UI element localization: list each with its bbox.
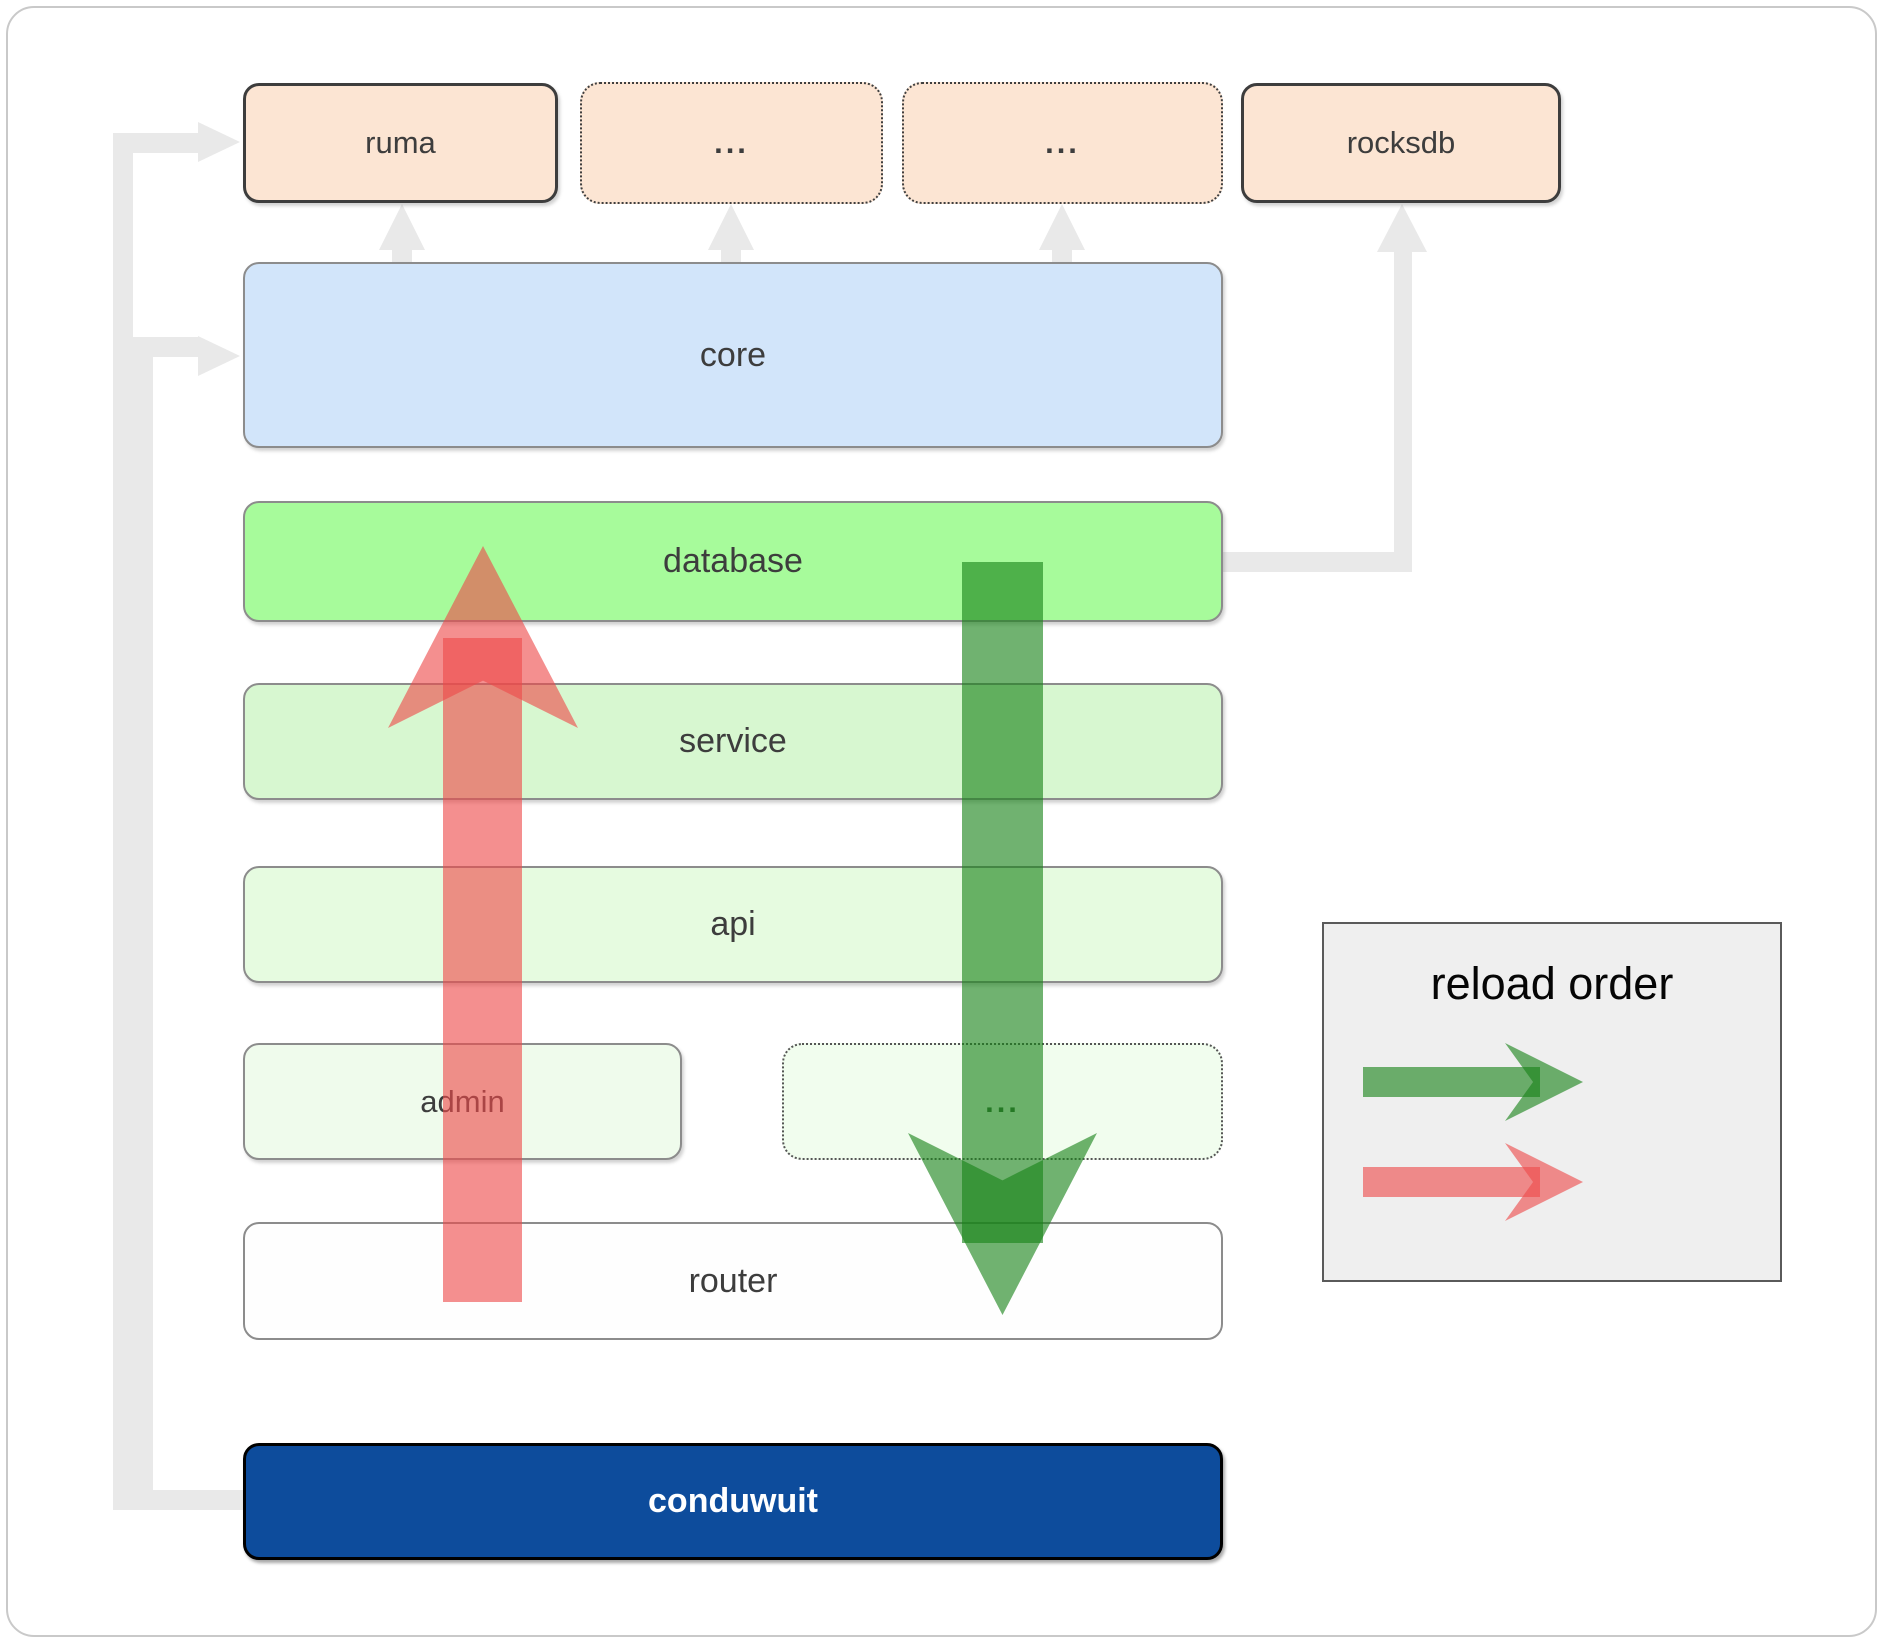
node-database: database [243, 501, 1223, 622]
node-router: router [243, 1222, 1223, 1340]
node-conduwuit-label: conduwuit [648, 1482, 818, 1520]
legend-title: reload order [1430, 958, 1674, 1009]
connector-database-to-rocksdb-horizontal [1223, 552, 1412, 572]
connector-conduwuit-to-ruma-vertical [113, 133, 133, 1510]
legend-reload-order: reload order [1322, 922, 1782, 1282]
node-api-label: api [710, 905, 756, 943]
connector-database-to-rocksdb-vertical [1394, 244, 1412, 572]
node-rocksdb-label: rocksdb [1346, 125, 1456, 160]
node-service-label: service [679, 722, 787, 760]
diagram-outer-frame [6, 6, 1877, 1637]
legend-load-arrow-shaft-icon [1363, 1067, 1540, 1097]
node-ellipsis-top-1: ... [580, 82, 883, 204]
node-service: service [243, 683, 1223, 800]
node-conduwuit: conduwuit [243, 1443, 1223, 1560]
node-ellipsis-top-1-label: ... [714, 125, 749, 160]
node-ellipsis-top-2-label: ... [1045, 125, 1080, 160]
connector-conduwuit-to-core-vertical [133, 337, 153, 1490]
node-ellipsis-top-2: ... [902, 82, 1223, 204]
node-api: api [243, 866, 1223, 983]
node-rocksdb: rocksdb [1241, 83, 1561, 203]
unload-arrow-shaft-icon [443, 638, 522, 1302]
connector-from-conduwuit-horizontal [113, 1490, 243, 1510]
node-ruma: ruma [243, 83, 558, 203]
node-core: core [243, 262, 1223, 448]
node-core-label: core [699, 335, 767, 374]
node-ruma-label: ruma [365, 125, 436, 160]
connector-to-ruma-horizontal [113, 133, 198, 153]
load-arrow-shaft-icon [962, 562, 1043, 1243]
legend-unload-arrow-shaft-icon [1363, 1167, 1540, 1197]
connector-to-core-horizontal [133, 337, 198, 357]
node-router-label: router [688, 1261, 778, 1300]
node-database-label: database [663, 542, 803, 580]
